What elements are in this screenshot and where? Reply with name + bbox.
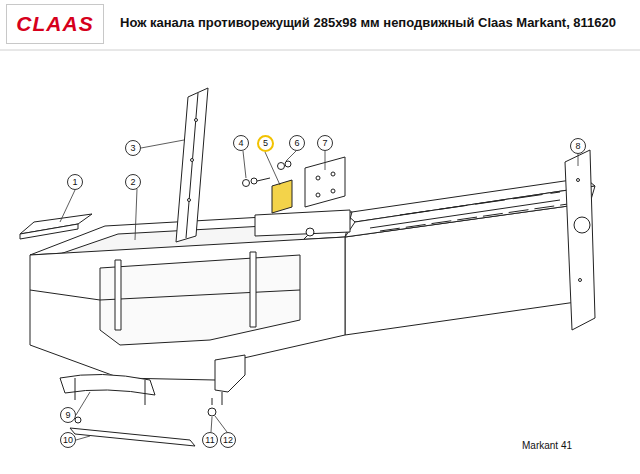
callout-number: 9 — [60, 407, 76, 423]
callout-number: 1 — [67, 174, 83, 190]
callout-number: 6 — [289, 135, 305, 151]
callout-number: 5 — [257, 135, 274, 152]
brand-logo: CLAAS — [6, 4, 104, 44]
callout-number: 3 — [125, 140, 141, 156]
callout-number: 2 — [125, 174, 141, 190]
drawing-code: Markant 41 — [522, 440, 572, 451]
callout-number: 10 — [60, 432, 76, 448]
callout-number: 12 — [220, 432, 236, 448]
callout-number: 7 — [317, 135, 333, 151]
callout-number: 8 — [570, 138, 586, 154]
callout-number: 11 — [202, 432, 218, 448]
page-title: Нож канала противорежущий 285x98 мм непо… — [120, 15, 616, 30]
callout-number: 4 — [233, 135, 249, 151]
